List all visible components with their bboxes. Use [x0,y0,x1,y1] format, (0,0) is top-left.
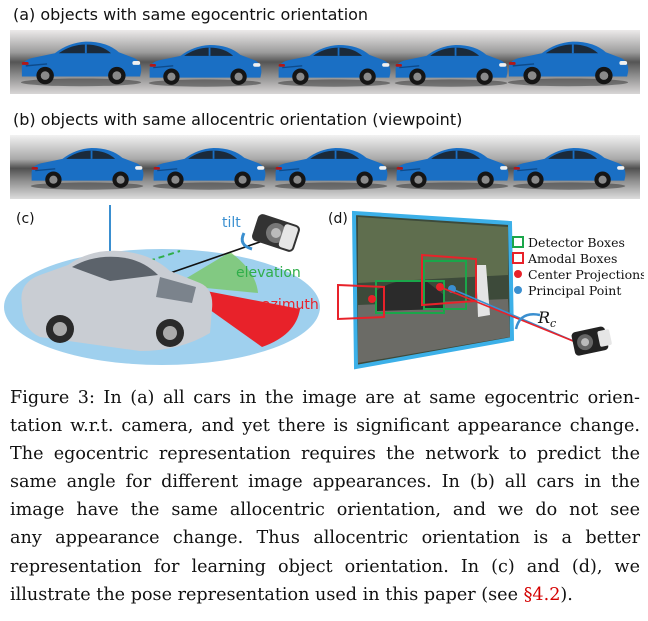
section-reference-link[interactable]: §4.2 [523,584,561,605]
legend-swatch-center [514,270,522,278]
elevation-ray [129,250,181,268]
panel-b-title: (b) objects with same allocentric orient… [13,110,463,129]
blue-car [393,143,511,191]
panel-a-title: (a) objects with same egocentric orienta… [13,5,369,24]
silver-car [21,250,213,351]
scene-trees [358,217,508,283]
legend-item: Detector Boxes [528,235,625,250]
caption-line: Figure 3: In (a) all cars in the image a… [10,388,640,408]
blue-car [275,40,393,88]
legend-item: Amodal Boxes [527,251,617,266]
caption-line: The egocentric representation requires t… [10,444,640,465]
legend-swatch-detector [512,236,524,248]
panel-b-image [10,135,640,199]
panel-c-label: (c) [16,211,35,227]
caption-line: same angle for different image appearanc… [10,472,640,493]
blue-car [28,143,146,191]
figure-caption: Figure 3: In (a) all cars in the image a… [10,384,640,609]
azimuth-label: azimuth [262,297,319,313]
caption-line-last: illustrate the pose representation used … [10,584,573,605]
legend-item: Center Projections [528,267,644,282]
caption-line: image have the same allocentric orientat… [10,500,640,521]
scene-car [376,280,444,311]
center-projection [368,295,376,303]
scene-road [358,299,510,363]
tilt-label: tilt [222,215,241,231]
caption-line: any appearance change. Thus allocentric … [10,528,640,549]
blue-car [505,36,631,88]
camera-icon [252,214,300,252]
legend: Detector Boxes Amodal Boxes Center Proje… [512,235,644,298]
panel-d-label: (d) [328,211,348,227]
elevation-label: elevation [236,265,301,281]
panel-a-image [10,30,640,94]
blue-car [146,40,264,88]
panel-c-diagram: (c) tilt elevation azimuth [4,205,320,365]
blue-car [272,143,390,191]
rc-label: Rc [537,308,556,330]
panel-d-diagram: (d) Rc Detector Boxes Amodal Boxes Cente… [328,210,644,370]
legend-swatch-amodal [512,252,524,264]
camera-icon [571,326,612,356]
detector-box [423,260,467,310]
legend-swatch-principal [514,286,522,294]
caption-line: tation w.r.t. camera, and yet there is s… [10,416,640,437]
legend-item: Principal Point [528,283,621,298]
tilt-arrow [240,232,253,251]
blue-car [18,36,144,88]
blue-car [510,143,628,191]
caption-line: representation for learning object orien… [10,556,640,577]
amodal-box [337,283,385,321]
blue-car [392,40,510,88]
rotation-arrow [514,313,541,330]
detector-box [375,280,445,314]
center-ray [439,286,579,344]
blue-car [150,143,268,191]
